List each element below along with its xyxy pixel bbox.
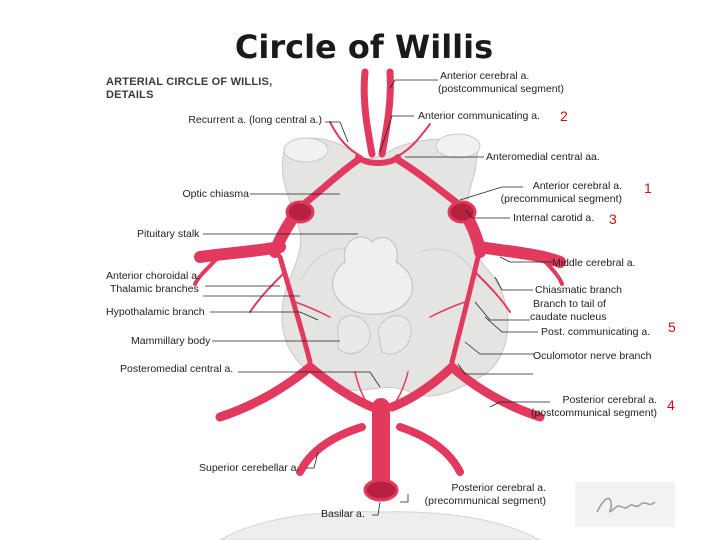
label-posterior-cerebral-precommunical: Posterior cerebral a. (precommunical seg… <box>424 482 546 507</box>
label-anterior-cerebral-postcommunical: Anterior cerebral a. (postcommunical seg… <box>438 70 565 95</box>
label-superior-cerebellar: Superior cerebellar a. <box>199 462 300 474</box>
label-branch-to-caudate: Branch to tail of caudate nucleus <box>530 298 607 323</box>
reference-number-4: 4 <box>667 397 675 413</box>
artist-signature <box>575 482 675 527</box>
label-middle-cerebral: Middle cerebral a. <box>552 257 636 269</box>
label-anterior-choroidal: Anterior choroidal a. Thalamic branches <box>106 270 200 295</box>
reference-number-1: 1 <box>644 180 652 196</box>
signature-mark <box>596 497 656 513</box>
anatomy-figure: ARTERIAL CIRCLE OF WILLIS, DETAILS Anter… <box>100 62 676 540</box>
label-pituitary-stalk: Pituitary stalk <box>137 228 200 240</box>
reference-number-3: 3 <box>609 211 617 227</box>
label-mammillary-body: Mammillary body <box>131 335 211 347</box>
label-posteromedial-central: Posteromedial central a. <box>120 363 234 375</box>
label-chiasmatic-branch: Chiasmatic branch <box>535 284 622 296</box>
label-posterior-communicating: Post. communicating a. <box>541 326 651 338</box>
reference-number-2: 2 <box>560 108 568 124</box>
label-hypothalamic-branch: Hypothalamic branch <box>106 306 205 318</box>
figure-title-line-2: DETAILS <box>106 89 154 101</box>
figure-title-line-1: ARTERIAL CIRCLE OF WILLIS, <box>106 76 273 88</box>
reference-number-5: 5 <box>668 319 676 335</box>
label-posterior-cerebral-postcommunical: Posterior cerebral a. (postcommunical se… <box>530 394 657 419</box>
label-anterior-communicating: Anterior communicating a. <box>418 110 540 122</box>
figure-title: ARTERIAL CIRCLE OF WILLIS, DETAILS <box>106 76 272 102</box>
circle-of-willis-illustration <box>193 68 566 540</box>
slide-title: Circle of Willis <box>234 28 494 66</box>
label-basilar: Basilar a. <box>321 508 365 520</box>
label-internal-carotid: Internal carotid a. <box>513 212 595 224</box>
label-oculomotor-branch: Oculomotor nerve branch <box>533 350 652 362</box>
leader-lines <box>203 79 552 516</box>
arteries <box>193 68 566 502</box>
label-optic-chiasma: Optic chiasma <box>182 188 249 200</box>
label-recurrent-artery: Recurrent a. (long central a.) <box>188 114 322 126</box>
label-anterior-cerebral-precommunical: Anterior cerebral a. (precommunical segm… <box>500 180 622 205</box>
label-anteromedial-central: Anteromedial central aa. <box>486 151 600 163</box>
